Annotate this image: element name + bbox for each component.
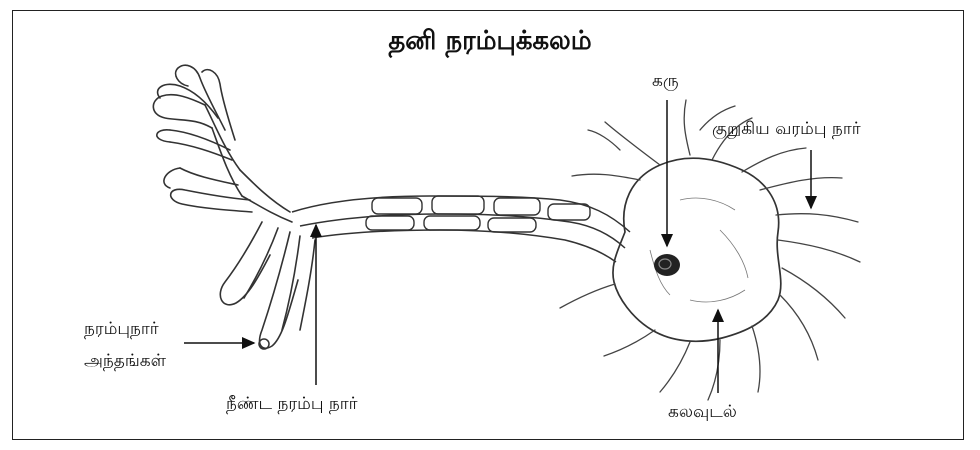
label-terminals-line1: நரம்புநார் [84,320,159,340]
dendrites [560,100,860,400]
axon-fiber [292,196,630,262]
axon-terminals [153,65,315,348]
label-dendrite: குறுகிய வரம்பு நார் [712,120,861,140]
label-terminals-line2: அந்தங்கள் [84,352,166,372]
label-axon: நீண்ட நரம்பு நார் [226,395,358,415]
cytoplasm-texture [650,198,748,302]
label-cell-body: கலவுடல் [668,403,737,423]
label-nucleus: கரு [652,72,679,92]
nucleus [654,254,680,276]
myelin-segments [366,196,590,232]
label-arrows [184,100,811,393]
cell-body-outline [613,158,781,341]
